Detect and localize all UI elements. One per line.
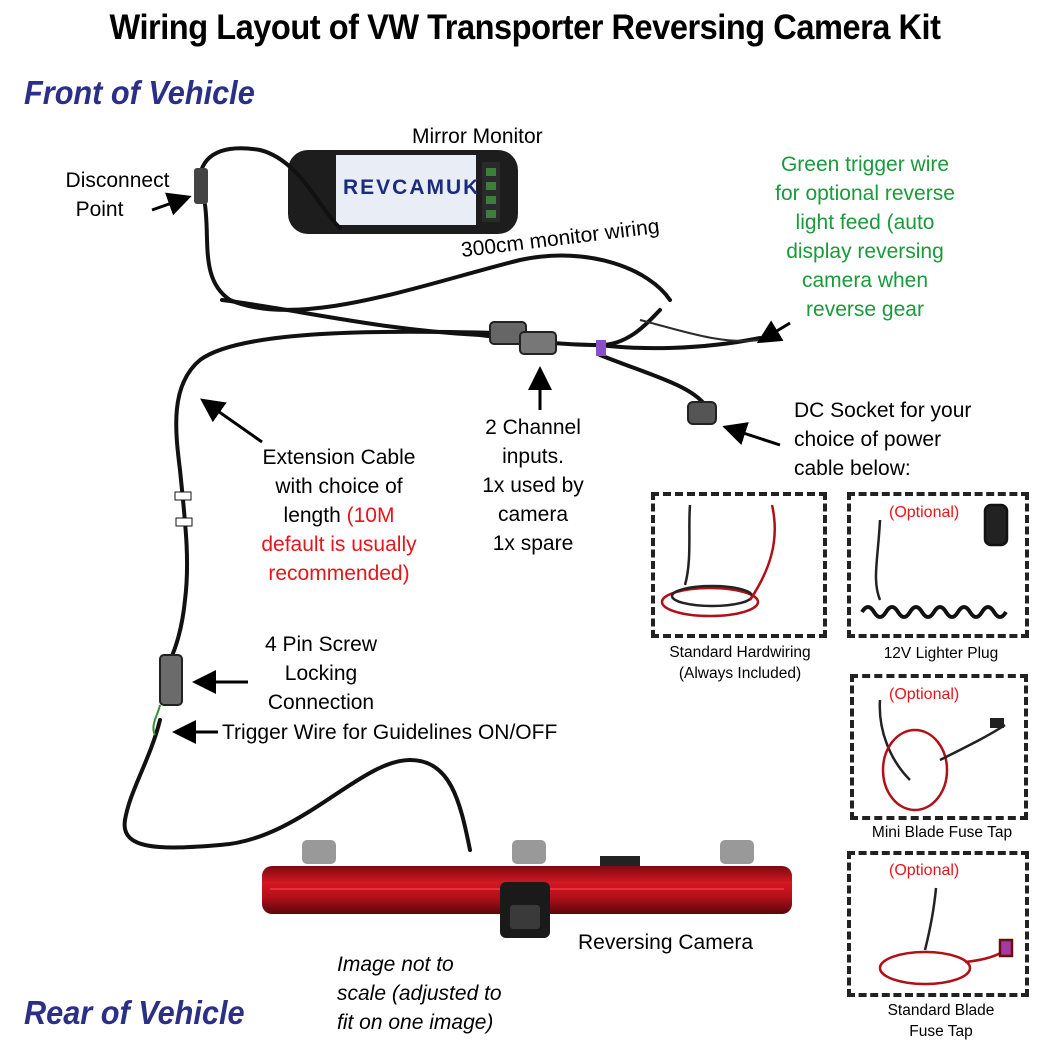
channel-line: 2 Channel — [485, 416, 581, 439]
pin-line: Connection — [267, 691, 375, 714]
std-blade-label: Standard Blade Fuse Tap — [850, 1000, 1032, 1042]
extension-length-text: length — [283, 504, 347, 527]
scale-line: fit on one image) — [337, 1011, 494, 1034]
disconnect-line-2: Point — [75, 198, 124, 221]
green-note-line: display reversing — [786, 240, 944, 263]
green-note-line: reverse gear — [806, 298, 924, 321]
hardwiring-line: Standard Hardwiring — [669, 644, 811, 661]
std-blade-line: Standard Blade — [887, 1002, 995, 1019]
extension-cable-note: Extension Cable with choice of length (1… — [226, 443, 452, 588]
mini-blade-optional: (Optional) — [889, 686, 960, 703]
reversing-camera-label: Reversing Camera — [578, 931, 754, 954]
front-of-vehicle-label: Front of Vehicle — [24, 74, 255, 111]
channel-connectors — [489, 321, 606, 356]
dc-socket-line: DC Socket for your — [794, 399, 972, 422]
channel-line: 1x used by — [482, 474, 584, 497]
std-blade-optional: (Optional) — [889, 862, 960, 879]
extension-length-line: length (10M — [226, 501, 452, 530]
mini-blade-box — [850, 674, 1028, 820]
std-blade-line: Fuse Tap — [909, 1023, 973, 1040]
power-cables-art — [660, 503, 1014, 986]
extension-line: Extension Cable — [262, 446, 416, 469]
mini-blade-label: Mini Blade Fuse Tap — [871, 824, 1013, 841]
lighter-optional: (Optional) — [889, 504, 960, 521]
green-note-line: Green trigger wire — [780, 153, 950, 176]
mirror-monitor-label: Mirror Monitor — [412, 125, 543, 148]
channel-line: inputs. — [502, 445, 564, 468]
hardwiring-line: (Always Included) — [678, 665, 802, 682]
hardwiring-box — [651, 492, 827, 638]
channel-line: 1x spare — [492, 532, 574, 555]
revcamuk-brand: REVCAMUK — [343, 176, 481, 199]
channel-inputs-note: 2 Channel inputs. 1x used by camera 1x s… — [458, 413, 608, 558]
scale-line: Image not to — [337, 953, 454, 976]
disconnect-connector — [194, 168, 208, 204]
dc-socket-note: DC Socket for your choice of power cable… — [794, 396, 971, 483]
scale-note: Image not to scale (adjusted to fit on o… — [337, 950, 502, 1037]
extension-red-inline: (10M — [346, 504, 395, 527]
pin-line: 4 Pin Screw — [264, 633, 378, 656]
extension-line: with choice of — [275, 475, 403, 498]
lighter-label: 12V Lighter Plug — [883, 645, 999, 662]
four-pin-connector — [159, 654, 183, 706]
diagram-title: Wiring Layout of VW Transporter Reversin… — [109, 8, 941, 47]
green-note-line: for optional reverse — [775, 182, 955, 205]
dc-socket — [687, 401, 717, 425]
extension-red-line: recommended) — [268, 562, 410, 585]
mirror-monitor — [288, 150, 518, 234]
std-blade-box — [847, 851, 1029, 997]
brake-light-camera — [262, 840, 792, 938]
rear-of-vehicle-label: Rear of Vehicle — [24, 994, 245, 1031]
trigger-wire-note: Trigger Wire for Guidelines ON/OFF — [222, 721, 558, 744]
dc-socket-line: cable below: — [794, 457, 911, 480]
disconnect-line-1: Disconnect — [65, 169, 170, 192]
pin-connection-note: 4 Pin Screw Locking Connection — [236, 630, 406, 717]
extension-red-line: default is usually — [261, 533, 417, 556]
channel-line: camera — [497, 503, 569, 526]
green-trigger-note: Green trigger wire for optional reverse … — [740, 150, 990, 324]
dc-socket-line: choice of power — [794, 428, 942, 451]
hardwiring-label: Standard Hardwiring (Always Included) — [640, 642, 840, 684]
scale-line: scale (adjusted to — [337, 982, 502, 1005]
disconnect-point-label: Disconnect Point — [50, 166, 185, 224]
green-note-line: light feed (auto — [795, 211, 935, 234]
green-note-line: camera when — [801, 269, 929, 292]
lighter-box — [847, 492, 1029, 638]
pin-line: Locking — [284, 662, 358, 685]
